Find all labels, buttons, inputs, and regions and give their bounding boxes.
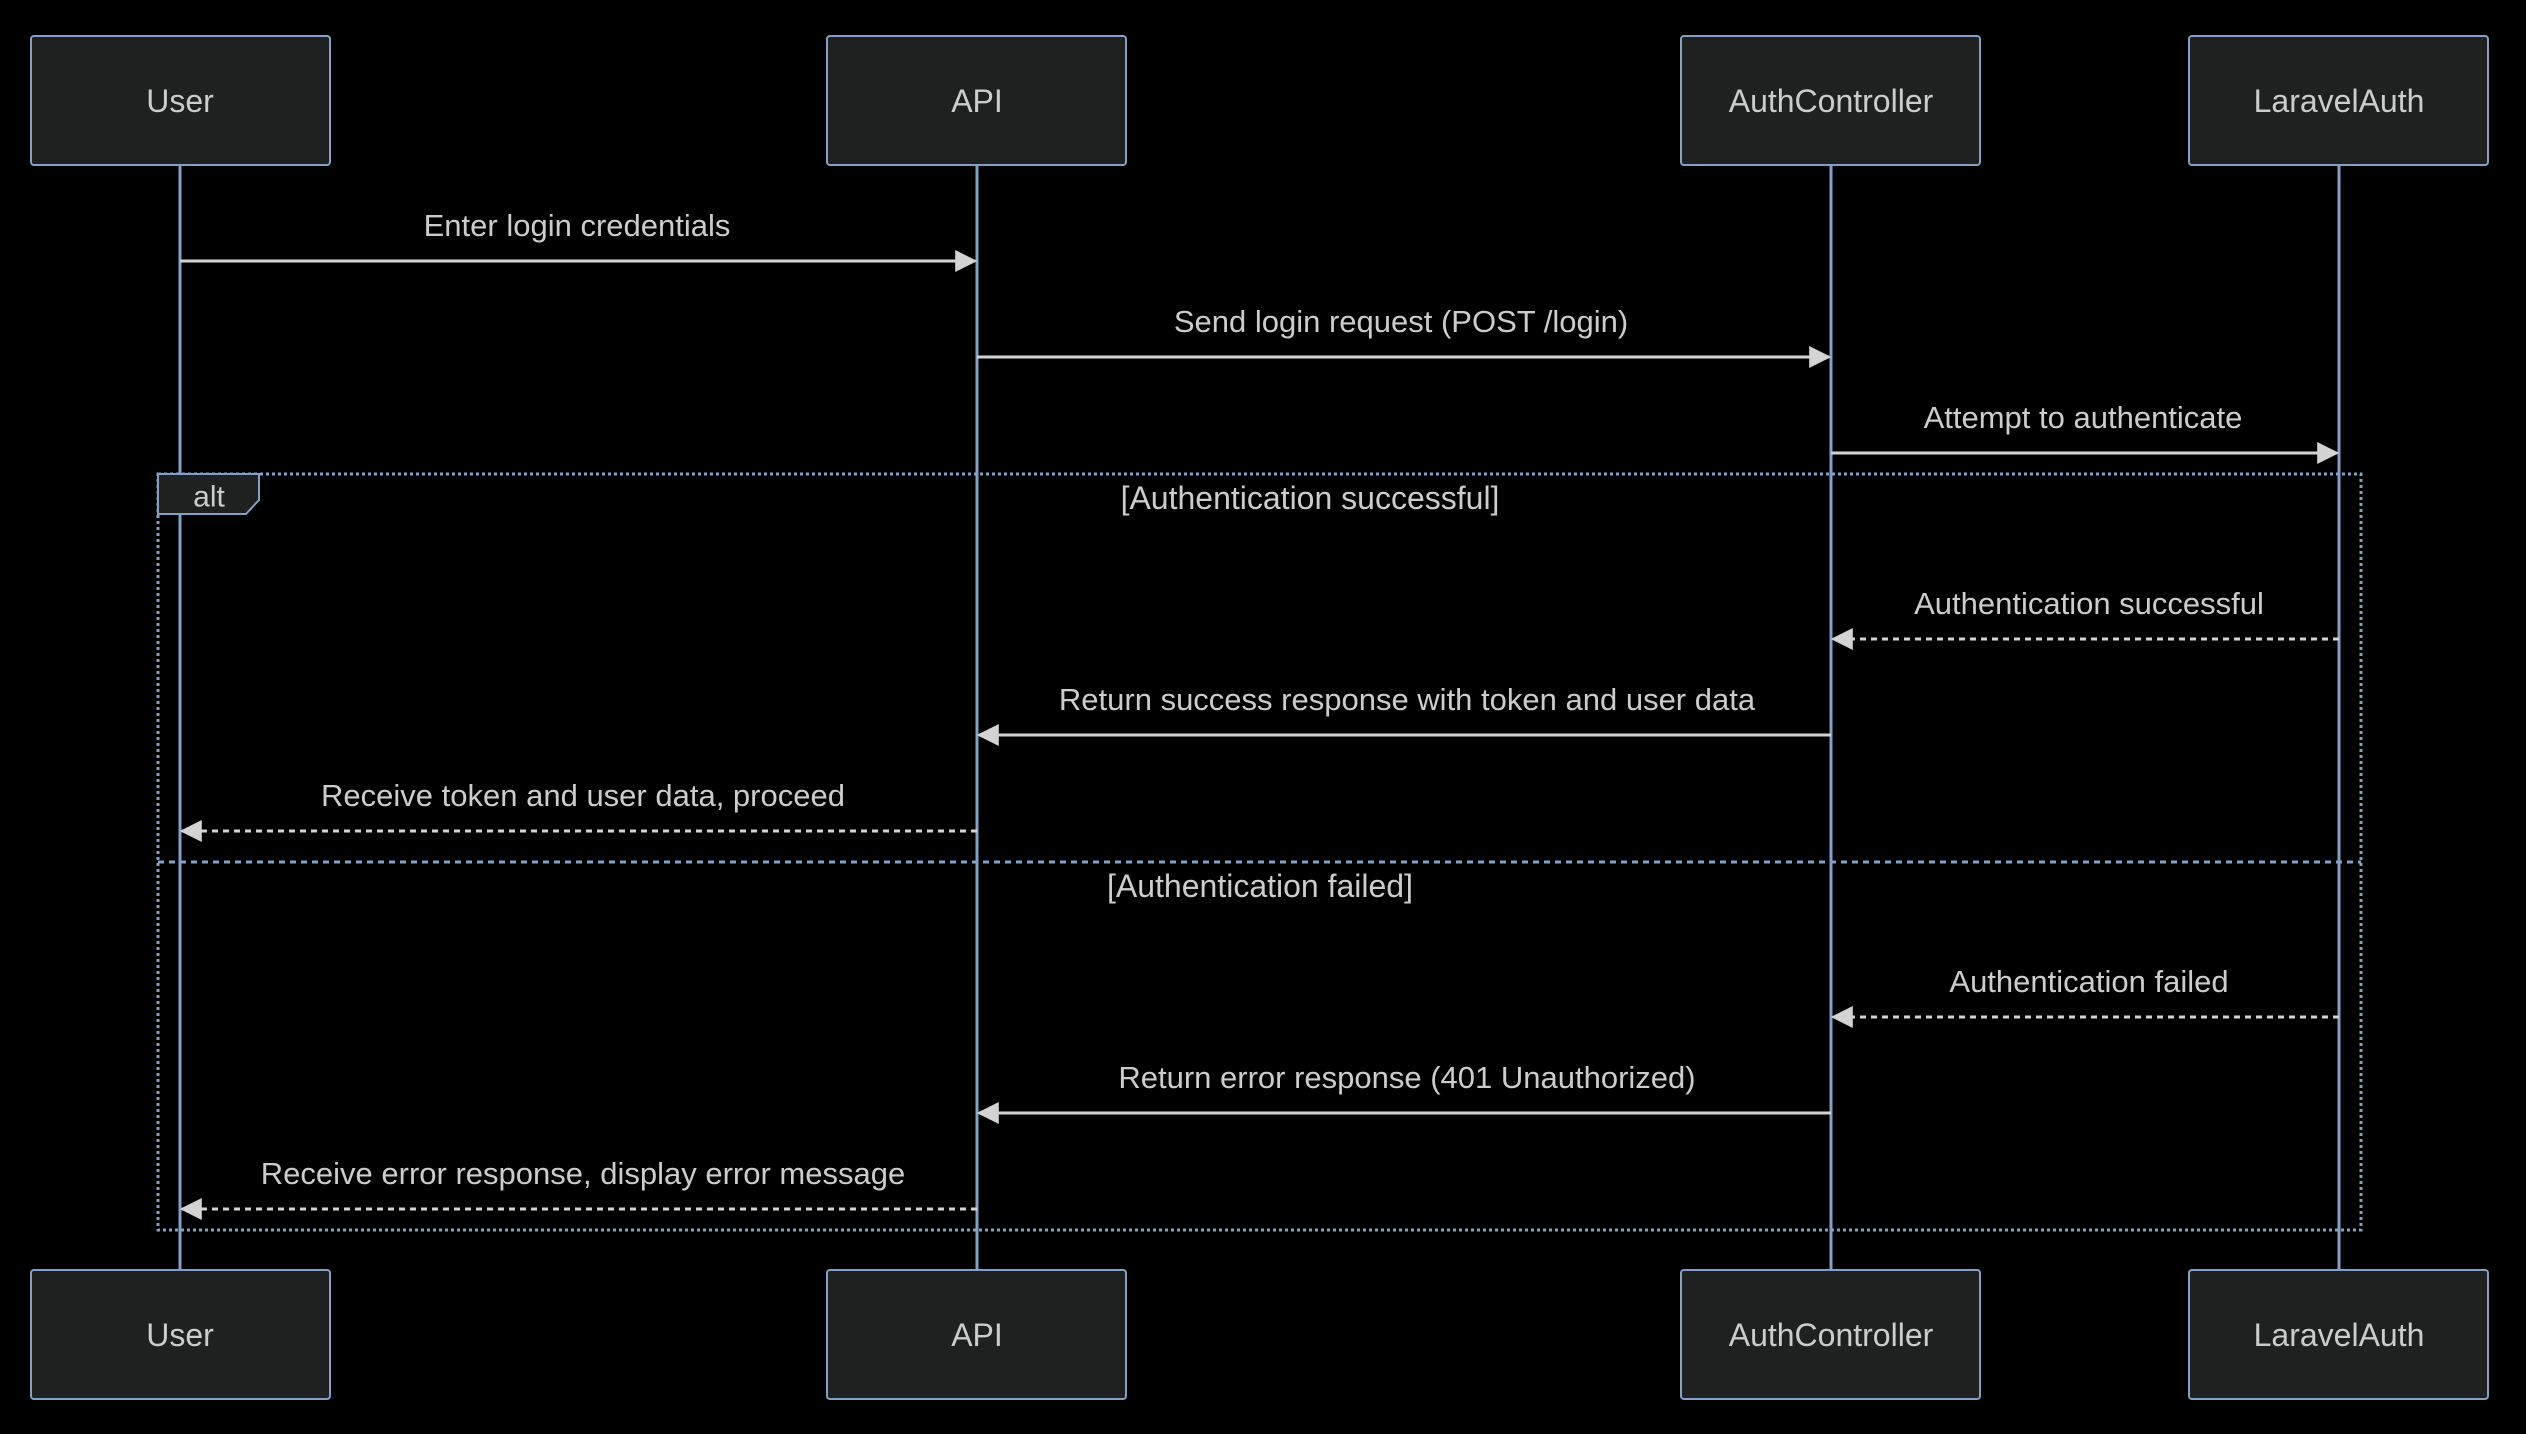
actor-label: API xyxy=(951,83,1003,119)
message-label: Enter login credentials xyxy=(424,208,731,243)
guard-authentication-failed: [Authentication failed] xyxy=(1107,868,1413,904)
actor-authcontroller-top: AuthController xyxy=(1680,35,1981,166)
actor-label: User xyxy=(146,83,214,119)
message-label: Return success response with token and u… xyxy=(1059,682,1756,717)
message-attempt-to-authenticate: Attempt to authenticate xyxy=(1831,400,2340,464)
actor-api-top: API xyxy=(826,35,1127,166)
actor-label: LaravelAuth xyxy=(2254,83,2425,119)
actor-label: API xyxy=(951,1317,1003,1353)
actor-laravelauth-bottom: LaravelAuth xyxy=(2188,1269,2489,1400)
message-label: Receive token and user data, proceed xyxy=(321,778,845,813)
message-return-error-response: Return error response (401 Unauthorized) xyxy=(976,1060,1831,1124)
message-label: Send login request (POST /login) xyxy=(1174,304,1628,339)
message-label: Authentication successful xyxy=(1914,586,2264,621)
message-receive-error-response: Receive error response, display error me… xyxy=(179,1156,977,1220)
message-label: Attempt to authenticate xyxy=(1924,400,2243,435)
message-enter-login-credentials: Enter login credentials xyxy=(180,208,978,272)
message-label: Return error response (401 Unauthorized) xyxy=(1118,1060,1695,1095)
actor-label: User xyxy=(146,1317,214,1353)
actor-user-bottom: User xyxy=(30,1269,331,1400)
message-authentication-successful: Authentication successful xyxy=(1830,586,2339,650)
alt-frame-label: alt xyxy=(193,481,225,514)
alt-frame: alt [Authentication successful] [Authent… xyxy=(156,472,2363,1232)
message-return-success-response: Return success response with token and u… xyxy=(976,682,1831,746)
message-receive-token: Receive token and user data, proceed xyxy=(179,778,977,842)
actor-api-bottom: API xyxy=(826,1269,1127,1400)
actor-user-top: User xyxy=(30,35,331,166)
guard-authentication-successful: [Authentication successful] xyxy=(1121,480,1500,516)
actor-laravelauth-top: LaravelAuth xyxy=(2188,35,2489,166)
message-authentication-failed: Authentication failed xyxy=(1830,964,2339,1028)
actor-label: AuthController xyxy=(1729,83,1934,119)
actor-label: AuthController xyxy=(1729,1317,1934,1353)
actor-label: LaravelAuth xyxy=(2254,1317,2425,1353)
message-send-login-request: Send login request (POST /login) xyxy=(977,304,1832,368)
actor-authcontroller-bottom: AuthController xyxy=(1680,1269,1981,1400)
message-label: Receive error response, display error me… xyxy=(261,1156,905,1191)
message-label: Authentication failed xyxy=(1949,964,2228,999)
